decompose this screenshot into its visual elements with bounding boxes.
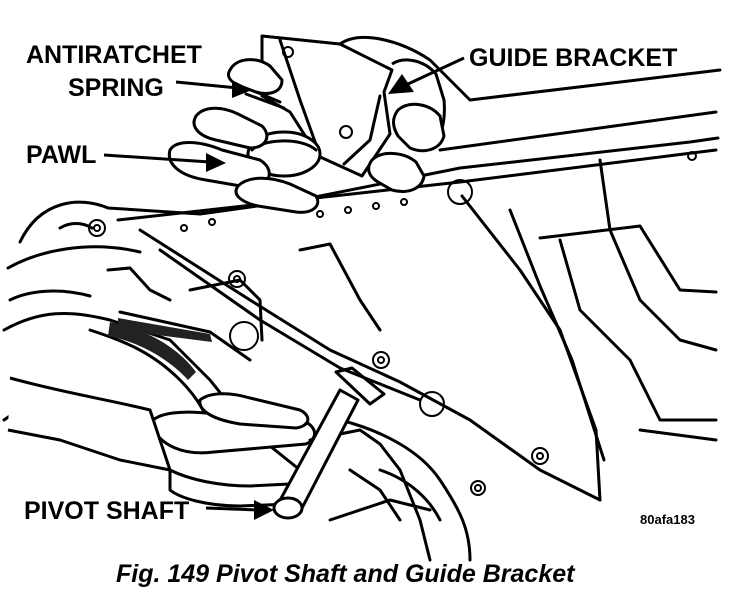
reference-code: 80afa183	[640, 512, 695, 527]
transmission-case	[2, 136, 720, 562]
pivot-shaft	[272, 366, 386, 520]
leader-guide-bracket	[388, 56, 465, 94]
label-antiratchet-line-1: ANTIRATCHET	[26, 41, 202, 69]
label-antiratchet-line-2: SPRING	[68, 74, 164, 102]
leader-pawl	[103, 153, 226, 172]
hands	[7, 36, 722, 562]
leader-pivot-shaft	[205, 500, 274, 520]
label-pawl: PAWL	[26, 141, 96, 169]
label-pivot-shaft: PIVOT SHAFT	[24, 497, 189, 525]
label-guide-bracket: GUIDE BRACKET	[469, 44, 677, 72]
leader-antiratchet-spring	[175, 80, 252, 98]
figure-caption: Fig. 149 Pivot Shaft and Guide Bracket	[116, 560, 576, 588]
